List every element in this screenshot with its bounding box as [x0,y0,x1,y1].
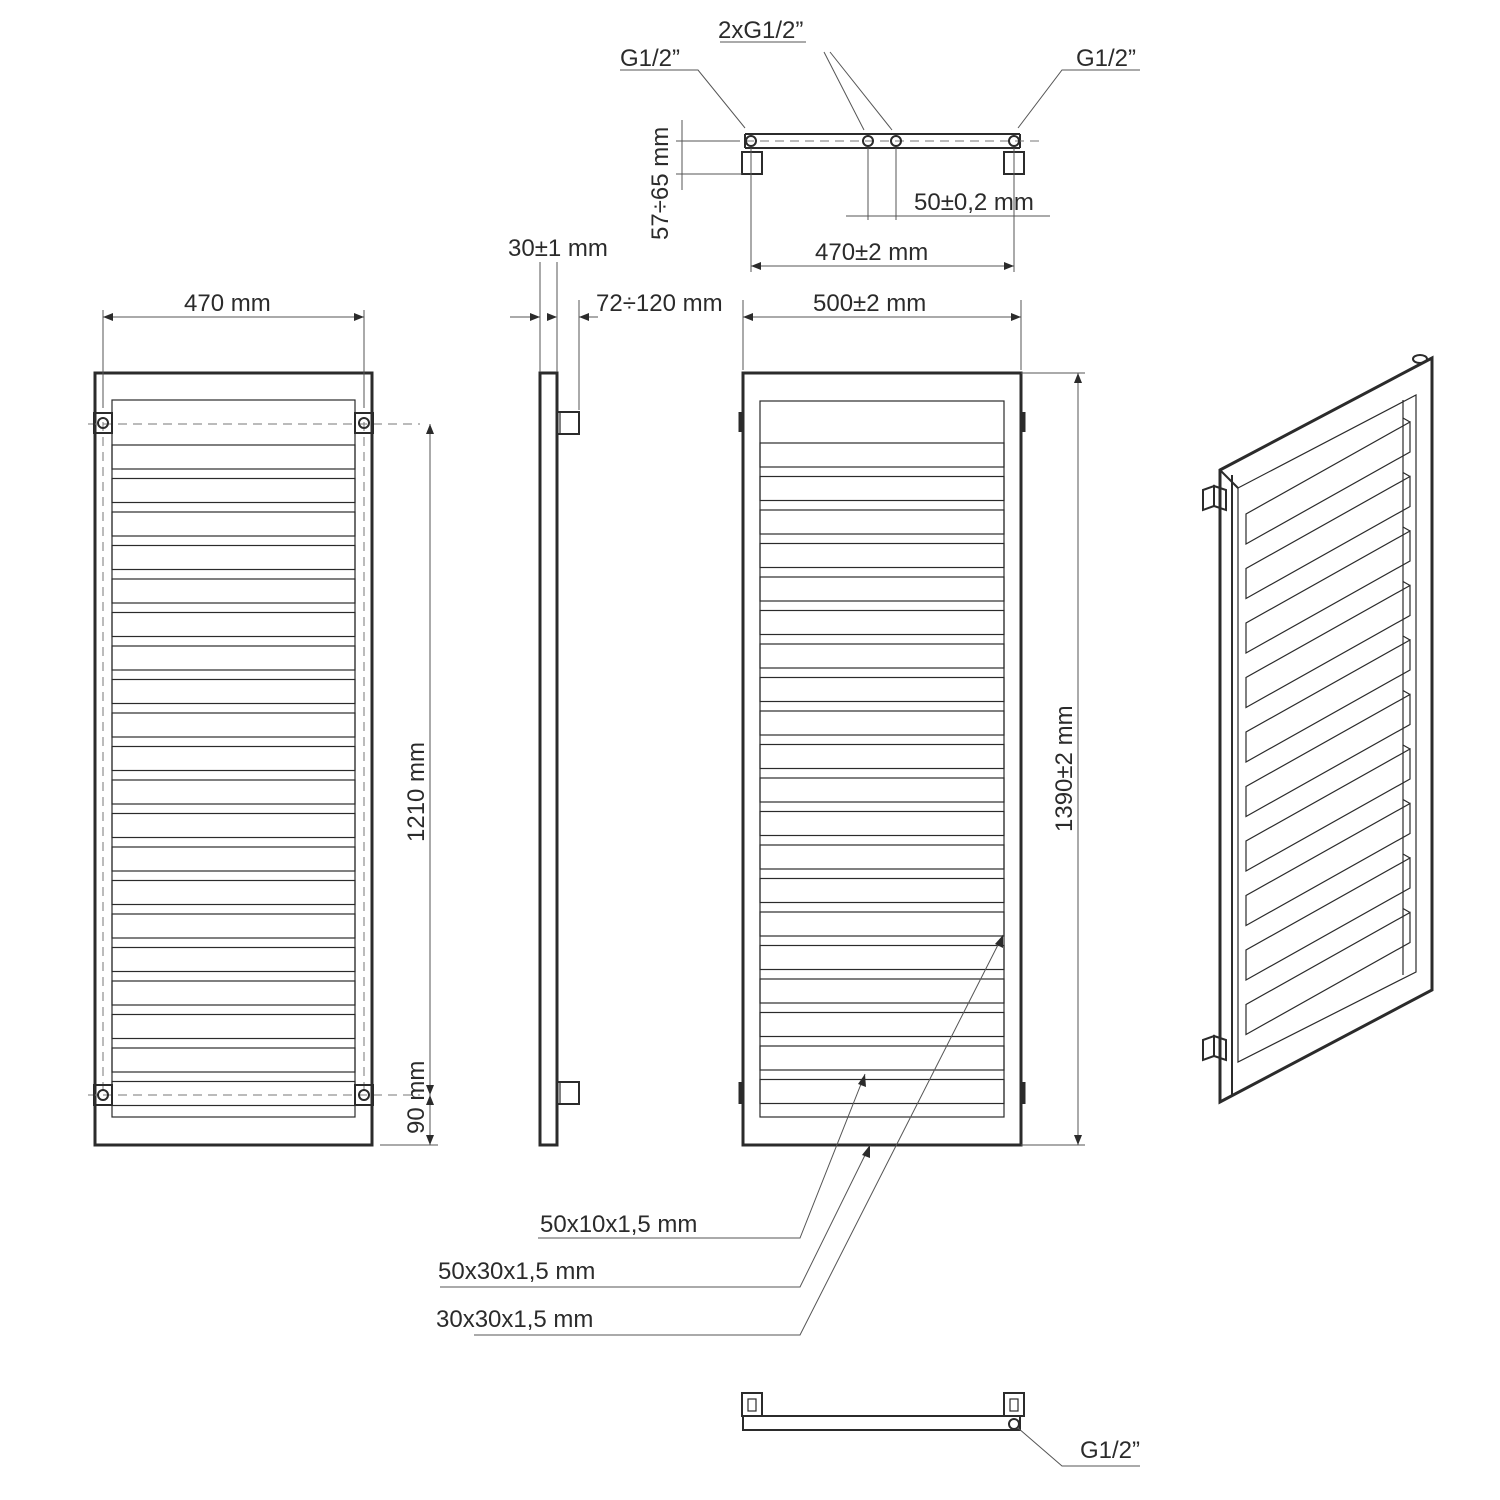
rear-height-label: 1210 mm [403,742,430,842]
rear-bracket-top-right [354,412,374,434]
perspective-slat [1245,856,1411,982]
perspective-slat-edge [1402,526,1411,532]
perspective-slat [1245,911,1411,1036]
front-slat [759,743,1005,770]
front-slat [759,643,1005,669]
rear-slat [111,611,356,638]
side-depth-label: 30±1 mm [508,235,608,262]
outer-frame-profile-label: 50x30x1,5 mm [438,1258,595,1285]
front-slat [759,509,1005,535]
rear-slat [111,913,356,939]
front-height-label: 1390±2 mm [1051,705,1078,832]
rear-slat [111,477,356,504]
perspective-slat-edge [1402,907,1411,914]
profile-callouts: 50x10x1,5 mm 50x30x1,5 mm 30x30x1,5 mm [436,934,1004,1336]
perspective-view [1202,354,1434,1105]
perspective-slat [1245,638,1411,764]
front-slat [759,877,1005,904]
perspective-slat-edge [1402,744,1411,750]
perspective-slat-edge [1402,417,1411,423]
perspective-slat-edge [1402,798,1411,805]
perspective-slat [1245,420,1411,546]
perspective-slat [1245,802,1411,927]
perspective-bracket-top [1202,484,1227,512]
perspective-slat-edge [1402,689,1411,696]
rear-slat [111,511,356,537]
front-view-slats [759,442,1005,1105]
top-right-connection-label: G1/2” [1076,45,1136,72]
top-left-connection-label: G1/2” [620,45,680,72]
rear-slat [111,980,356,1006]
front-slat [759,676,1005,703]
front-slat [759,844,1005,870]
rear-slat [111,645,356,671]
front-slat [759,1078,1005,1105]
perspective-slat [1245,693,1411,818]
rear-bracket-top-left [93,412,113,434]
perspective-slat-edge [1402,635,1411,641]
rear-slat [111,678,356,705]
front-slat [759,810,1005,837]
perspective-slat [1245,529,1411,655]
rear-slat [111,1047,356,1073]
rear-slat [111,779,356,805]
perspective-slat [1245,584,1411,709]
rear-slat [111,946,356,973]
rear-slat [111,879,356,906]
perspective-slat-edge [1402,471,1411,478]
side-wall-gap-label: 72÷120 mm [596,290,723,317]
perspective-slat-edge [1402,853,1411,859]
inner-frame-profile-label: 30x30x1,5 mm [436,1306,593,1333]
rear-slat [111,544,356,571]
rear-bracket-bottom-right [354,1084,374,1106]
bottom-connection-label: G1/2” [1080,1437,1140,1464]
side-view: 30±1 mm 72÷120 mm [508,235,723,1147]
rear-bracket-bottom-left [93,1084,113,1106]
rear-slat [111,745,356,772]
rear-bottom-label: 90 mm [403,1061,430,1134]
front-slat [759,442,1005,468]
perspective-slat [1245,747,1411,873]
side-connector-top [556,411,580,435]
outer-spacing-label: 470±2 mm [815,239,928,266]
front-slat [759,710,1005,736]
top-middle-connection-label: 2xG1/2” [718,17,803,44]
perspective-view-slats [1245,417,1411,1036]
rear-width-label: 470 mm [184,290,271,317]
front-slat [759,777,1005,803]
front-slat [759,475,1005,502]
rear-slat [111,444,356,470]
front-slat [759,944,1005,971]
rear-view: 470 mm 1210 mm 90 mm [88,290,438,1147]
rear-slat [111,1013,356,1040]
top-view: G1/2” 2xG1/2” G1/2” 57÷65 mm 50±0,2 mm 4… [620,17,1140,272]
perspective-slat-edge [1402,580,1411,587]
front-width-label: 500±2 mm [813,290,926,317]
rear-slat [111,1080,356,1107]
rear-slat [111,712,356,738]
perspective-slat [1245,475,1411,600]
perspective-bracket-bottom [1202,1034,1227,1062]
wall-distance-label: 57÷65 mm [647,127,674,240]
middle-spacing-label: 50±0,2 mm [914,189,1034,216]
rear-slat [111,578,356,604]
bottom-view: G1/2” [741,1392,1140,1467]
rear-view-slats [111,444,356,1107]
front-slat [759,542,1005,569]
front-view: 500±2 mm 1390±2 mm [738,290,1085,1147]
front-slat [759,911,1005,937]
front-slat [759,609,1005,636]
front-slat [759,1045,1005,1071]
rear-slat [111,812,356,839]
front-slat [759,1011,1005,1038]
rear-slat [111,846,356,872]
side-connector-bottom [556,1081,580,1105]
front-slat [759,576,1005,602]
front-slat [759,978,1005,1004]
rung-profile-label: 50x10x1,5 mm [540,1211,697,1238]
